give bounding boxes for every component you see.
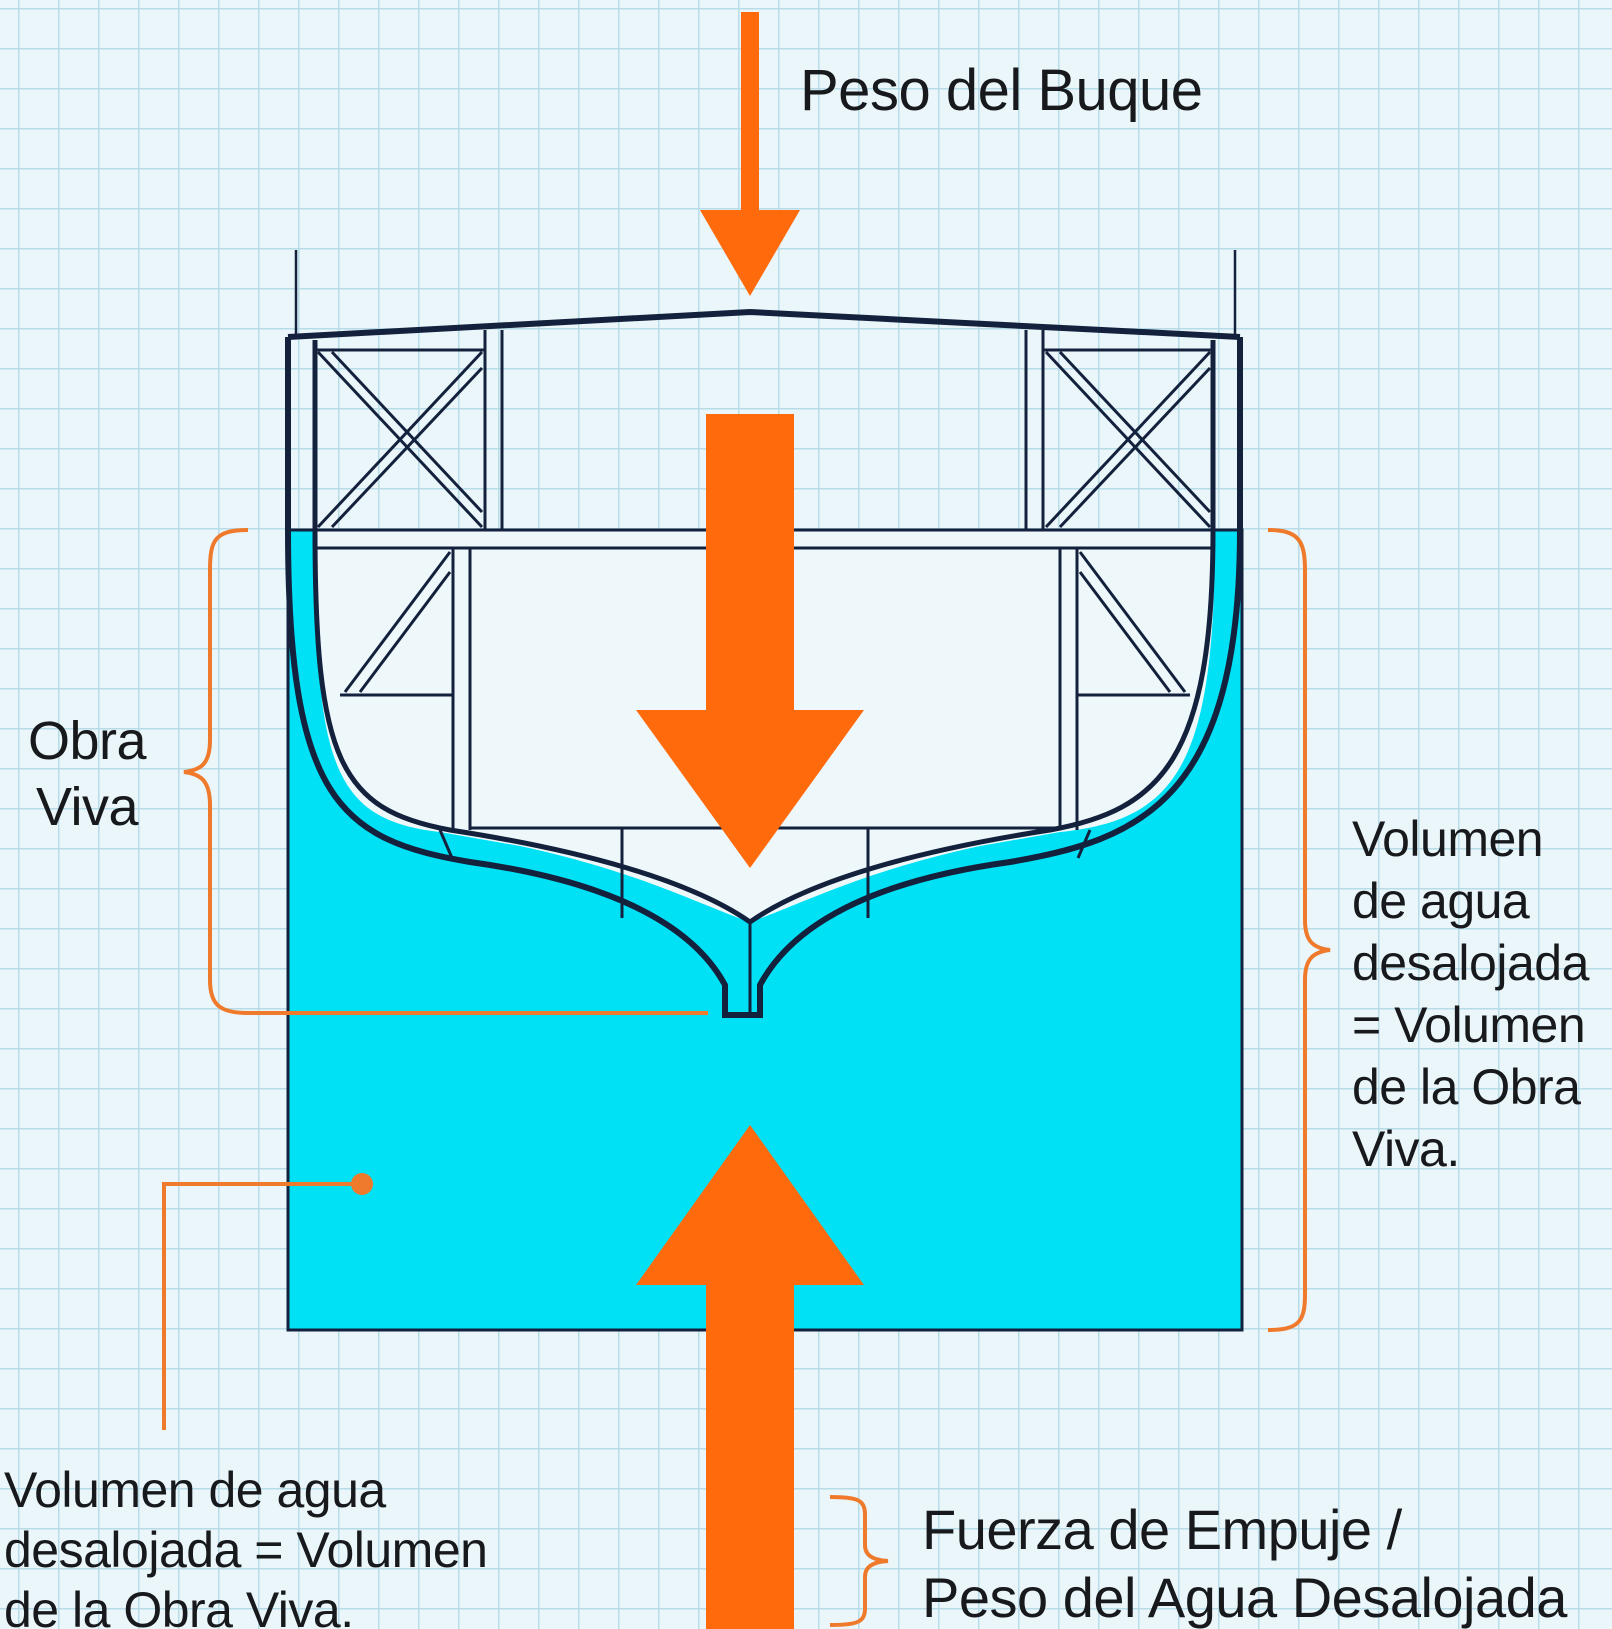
volume-bracket-right: [1267, 528, 1331, 1332]
obra-viva-label: Obra Viva: [22, 708, 152, 840]
buoyancy-force-label: Fuerza de Empuje / Peso del Agua Desaloj…: [922, 1496, 1567, 1629]
volume-right-line-1: Volumen: [1352, 811, 1544, 867]
volume-left-line-1: Volumen de agua: [4, 1462, 386, 1518]
obra-viva-line-2: Viva: [35, 777, 139, 837]
volume-left-line-2: desalojada = Volumen: [4, 1522, 488, 1578]
force-line-1: Fuerza de Empuje /: [922, 1498, 1402, 1561]
displaced-volume-label-left: Volumen de agua desalojada = Volumen de …: [4, 1460, 488, 1629]
volume-right-line-3: desalojada: [1352, 935, 1589, 991]
hull-shell-inner: [312, 340, 1216, 926]
displaced-volume-label-right: Volumen de agua desalojada = Volumen de …: [1352, 808, 1589, 1180]
volume-right-line-5: de la Obra: [1352, 1059, 1581, 1115]
force-label-bracket: [829, 1495, 889, 1627]
volume-right-line-2: de agua: [1352, 873, 1530, 929]
volume-left-line-3: de la Obra Viva.: [4, 1582, 354, 1629]
ship-weight-arrow-top: [700, 12, 800, 296]
volume-right-line-6: Viva.: [1352, 1121, 1460, 1177]
hull-shell-outer: [285, 337, 1243, 1018]
volume-right-line-4: = Volumen: [1352, 997, 1586, 1053]
buoyancy-force-arrow: [636, 1125, 864, 1629]
ship-weight-label: Peso del Buque: [800, 58, 1203, 123]
deck-line: [287, 308, 1241, 340]
obra-viva-bracket: [183, 528, 708, 1015]
ship-weight-arrow: [636, 414, 864, 868]
obra-viva-line-1: Obra: [27, 711, 147, 771]
volume-leader-line: [162, 1173, 373, 1430]
force-line-2: Peso del Agua Desalojada: [922, 1566, 1567, 1629]
